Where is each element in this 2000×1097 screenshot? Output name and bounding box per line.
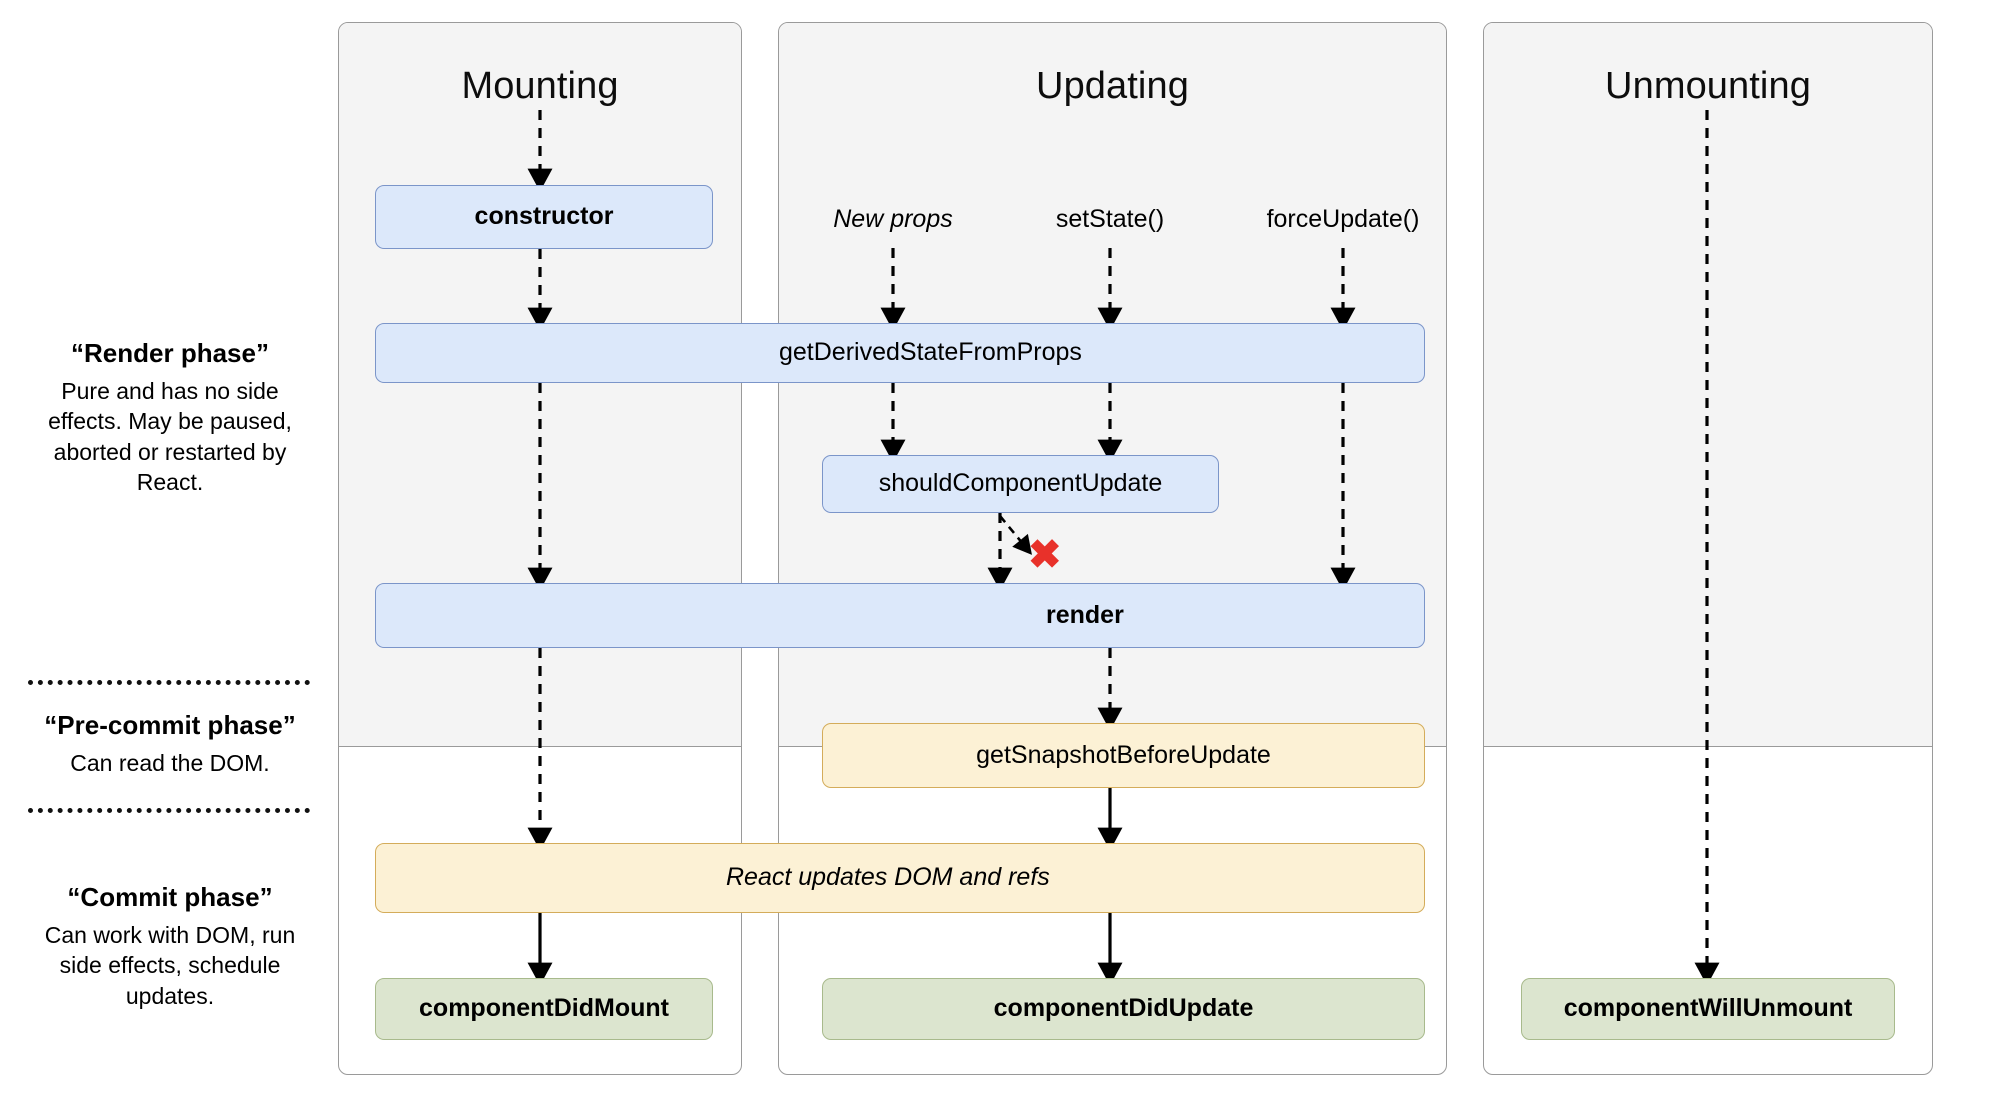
- phase-description-render: Pure and has no side effects. May be pau…: [48, 378, 292, 496]
- column-title-updating: Updating: [1036, 65, 1189, 107]
- lifecycle-box-component-did-update-label: componentDidUpdate: [993, 994, 1254, 1023]
- phase-divider-bottom: [28, 808, 310, 813]
- trigger-force-update: forceUpdate(): [1266, 205, 1420, 233]
- trigger-set-state: setState(): [1055, 205, 1165, 233]
- column-panel-updating: Updating: [778, 22, 1447, 1075]
- lifecycle-box-render[interactable]: render: [375, 583, 1425, 648]
- phase-description-commit: Can work with DOM, run side effects, sch…: [44, 922, 296, 1009]
- lifecycle-box-component-did-update[interactable]: componentDidUpdate: [822, 978, 1425, 1040]
- lifecycle-box-get-derived-state-from-props-label: getDerivedStateFromProps: [779, 338, 1082, 367]
- column-panel-mounting: Mounting: [338, 22, 742, 1075]
- lifecycle-box-get-snapshot-before-update-label: getSnapshotBeforeUpdate: [976, 740, 1271, 769]
- lifecycle-box-react-updates-dom[interactable]: React updates DOM and refs: [375, 843, 1425, 913]
- phase-annotation-pre-commit: “Pre-commit phase” Can read the DOM.: [10, 710, 330, 778]
- lifecycle-box-constructor[interactable]: constructor: [375, 185, 713, 249]
- column-title-mounting: Mounting: [461, 65, 619, 107]
- lifecycle-box-render-label: render: [1046, 600, 1124, 629]
- phase-title-render: “Render phase”: [71, 338, 269, 368]
- abort-x-icon: ✖: [1028, 533, 1062, 577]
- panel-render-region-unmounting: [1484, 23, 1932, 747]
- lifecycle-box-component-did-mount-label: componentDidMount: [419, 994, 669, 1023]
- lifecycle-box-react-updates-dom-label: React updates DOM and refs: [726, 863, 1050, 892]
- lifecycle-box-should-component-update-label: shouldComponentUpdate: [878, 469, 1163, 498]
- lifecycle-box-get-derived-state-from-props[interactable]: getDerivedStateFromProps: [375, 323, 1425, 383]
- phase-title-commit: “Commit phase”: [67, 882, 273, 912]
- trigger-new-props: New props: [833, 205, 953, 233]
- phase-annotation-render: “Render phase” Pure and has no side effe…: [25, 338, 315, 497]
- phase-description-pre-commit: Can read the DOM.: [70, 750, 270, 776]
- column-title-unmounting: Unmounting: [1605, 65, 1811, 107]
- lifecycle-box-get-snapshot-before-update[interactable]: getSnapshotBeforeUpdate: [822, 723, 1425, 788]
- lifecycle-box-should-component-update[interactable]: shouldComponentUpdate: [822, 455, 1219, 513]
- phase-annotation-commit: “Commit phase” Can work with DOM, run si…: [25, 882, 315, 1011]
- column-panel-unmounting: Unmounting: [1483, 22, 1933, 1075]
- phase-title-pre-commit: “Pre-commit phase”: [44, 710, 296, 740]
- lifecycle-box-component-did-mount[interactable]: componentDidMount: [375, 978, 713, 1040]
- lifecycle-box-component-will-unmount-label: componentWillUnmount: [1563, 994, 1853, 1023]
- phase-divider-top: [28, 680, 310, 685]
- lifecycle-box-constructor-label: constructor: [474, 202, 614, 231]
- lifecycle-box-component-will-unmount[interactable]: componentWillUnmount: [1521, 978, 1895, 1040]
